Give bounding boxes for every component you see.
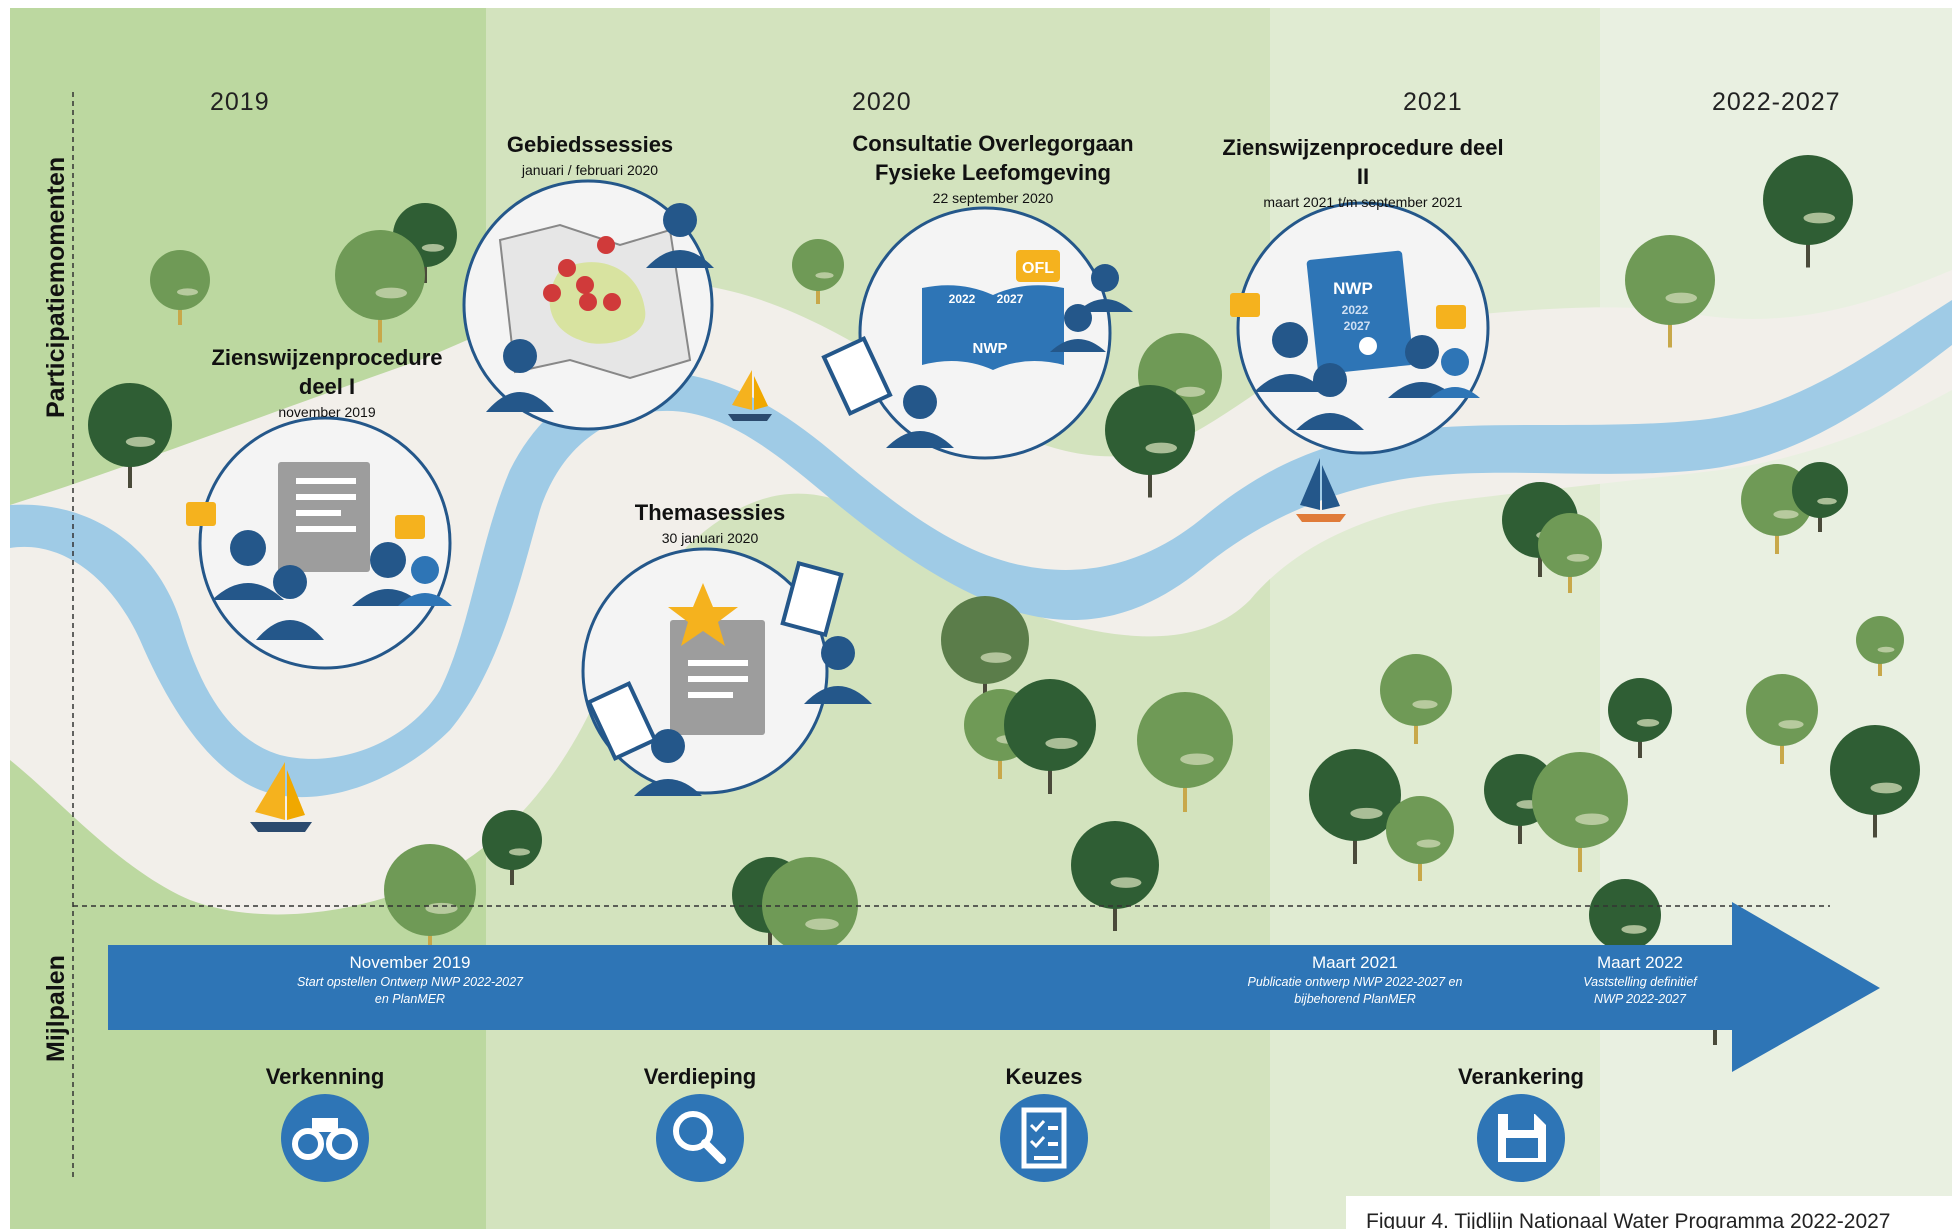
tree-icon: [150, 250, 210, 325]
phase-label-verankering: Verankering: [1458, 1064, 1584, 1089]
tree-icon: [1386, 796, 1454, 881]
tree-icon: [1380, 654, 1452, 744]
tree-icon: [1004, 679, 1096, 794]
sailboat-icon: [728, 370, 772, 421]
milestones-side-label: Mijlpalen: [42, 955, 70, 1062]
tree-icon: [1763, 155, 1853, 268]
tree-icon: [1856, 616, 1904, 676]
tree-icon: [1625, 235, 1715, 348]
participation-title-4: Consultatie Overlegorgaan Fysieke Leefom…: [852, 131, 1134, 206]
milestone-3: Maart 2022 Vaststelling definitief NWP 2…: [1583, 953, 1697, 1006]
binoculars-icon: [281, 1094, 369, 1182]
participation-title-2: Gebiedssessies januari / februari 2020: [506, 132, 674, 178]
checklist-icon: [1000, 1094, 1088, 1182]
magnifier-icon: [656, 1094, 744, 1182]
circle-themasessies: [581, 547, 872, 796]
tree-icon: [1538, 513, 1602, 593]
river: [10, 300, 1952, 798]
phase-label-verkenning: Verkenning: [265, 1064, 385, 1089]
svg-text:2022: 2022: [1342, 303, 1369, 317]
circle-zienswijzen-1: [186, 416, 452, 670]
svg-text:2027: 2027: [997, 292, 1024, 306]
sailboat-icon: [1296, 458, 1346, 522]
tree-icon: [482, 810, 542, 885]
year-label-2020: 2020: [852, 88, 912, 116]
tree-icon: [335, 230, 425, 343]
svg-text:2027: 2027: [1344, 319, 1371, 333]
svg-text:NWP: NWP: [1333, 279, 1373, 298]
tree-icon: [1071, 821, 1159, 931]
circle-zienswijzen-2: NWP 2022 2027: [1230, 201, 1490, 455]
milestone-2: Maart 2021 Publicatie ontwerp NWP 2022-2…: [1247, 953, 1463, 1006]
participation-title-3: Themasessies 30 januari 2020: [634, 500, 786, 546]
tree-icon: [1137, 692, 1233, 812]
phase-label-verdieping: Verdieping: [643, 1064, 757, 1089]
circle-ofl-consultatie: OFL 2022 2027 NWP: [821, 206, 1133, 460]
tree-icon: [1589, 879, 1661, 969]
figure-caption: Figuur 4. Tijdlijn Nationaal Water Progr…: [1346, 1196, 1952, 1229]
tree-icon: [1792, 462, 1848, 532]
tree-icon: [1830, 725, 1920, 838]
circle-gebiedssessies: [462, 179, 714, 431]
year-label-2021: 2021: [1403, 88, 1463, 116]
svg-text:2022: 2022: [949, 292, 976, 306]
participation-title-5: Zienswijzenprocedure deel II maart 2021 …: [1222, 135, 1504, 210]
tree-icon: [941, 596, 1029, 706]
year-label-2022-2027: 2022-2027: [1712, 88, 1841, 116]
participation-title-1: Zienswijzenprocedure deel I november 201…: [211, 345, 443, 420]
participation-side-label: Participatiemomenten: [42, 156, 70, 418]
sailboat-icon: [250, 762, 312, 832]
floppy-disk-icon: [1477, 1094, 1565, 1182]
svg-text:NWP: NWP: [973, 340, 1008, 357]
ofl-badge: OFL: [1022, 260, 1054, 277]
tree-icon: [792, 239, 844, 304]
year-label-2019: 2019: [210, 88, 270, 116]
tree-icon: [1532, 752, 1628, 872]
tree-icon: [1746, 674, 1818, 764]
tree-icon: [1309, 749, 1401, 864]
milestone-arrow: [108, 902, 1880, 1072]
milestone-1: November 2019 Start opstellen Ontwerp NW…: [296, 953, 524, 1006]
tree-icon: [88, 383, 172, 488]
tree-icon: [1608, 678, 1672, 758]
phase-label-keuzes: Keuzes: [1005, 1064, 1083, 1089]
tree-icon: [1105, 385, 1195, 498]
